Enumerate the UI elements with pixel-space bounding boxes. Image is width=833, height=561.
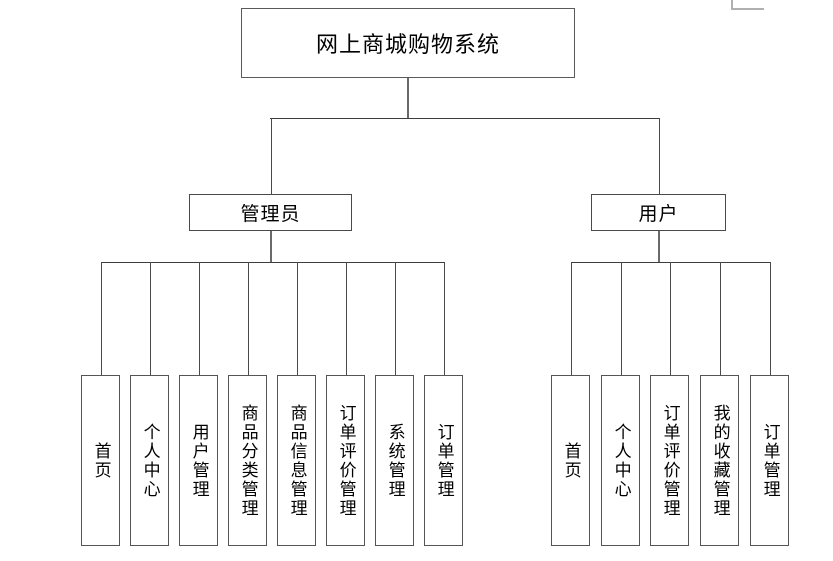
connector-user-leaf-2 [670,262,671,375]
node-admin-leaf-6[interactable]: 系统管理 [375,375,414,546]
node-admin-leaf-5-label: 订单评价管理 [335,403,356,518]
node-user-leaf-4-label: 订单管理 [759,422,780,499]
node-admin-leaf-3[interactable]: 商品分类管理 [228,375,267,546]
node-admin-leaf-7[interactable]: 订单管理 [424,375,463,546]
node-admin-leaf-6-label: 系统管理 [384,422,405,499]
connector-admin-leaf-1 [150,262,151,375]
node-admin-leaf-0[interactable]: 首页 [81,375,120,546]
connector-admin-bus [101,262,444,263]
connector-admin-leaf-3 [248,262,249,375]
node-user[interactable]: 用户 [591,194,726,231]
connector-admin-leaf-5 [346,262,347,375]
node-user-label: 用户 [638,203,679,225]
node-user-leaf-1-label: 个人中心 [610,422,631,499]
node-admin-leaf-2-label: 用户管理 [188,422,209,499]
connector-admin-leaf-7 [444,262,445,375]
connector-user-leaf-3 [720,262,721,375]
node-user-leaf-0[interactable]: 首页 [551,375,590,546]
node-admin[interactable]: 管理员 [189,194,352,231]
node-root-label: 网上商城购物系统 [315,33,500,58]
node-admin-leaf-5[interactable]: 订单评价管理 [326,375,365,546]
connector-top-bus [270,118,660,119]
node-root[interactable]: 网上商城购物系统 [241,8,575,78]
node-user-leaf-2[interactable]: 订单评价管理 [650,375,689,546]
node-admin-leaf-7-label: 订单管理 [433,422,454,499]
node-admin-leaf-2[interactable]: 用户管理 [179,375,218,546]
connector-admin-stem [270,231,272,263]
node-user-leaf-3[interactable]: 我的收藏管理 [700,375,739,546]
node-user-leaf-0-label: 首页 [560,441,581,480]
node-admin-leaf-4[interactable]: 商品信息管理 [277,375,316,546]
connector-drop-admin [271,118,272,194]
node-user-leaf-1[interactable]: 个人中心 [601,375,640,546]
node-user-leaf-4[interactable]: 订单管理 [750,375,789,546]
connector-user-leaf-0 [571,262,572,375]
scan-artifact [731,0,764,10]
connector-user-leaf-1 [621,262,622,375]
connector-drop-user [659,118,660,194]
node-admin-label: 管理员 [240,203,301,225]
node-admin-leaf-3-label: 商品分类管理 [237,403,258,518]
connector-root-trunk [407,78,409,119]
node-admin-leaf-0-label: 首页 [90,441,111,480]
node-user-leaf-3-label: 我的收藏管理 [709,403,730,518]
connector-admin-leaf-6 [395,262,396,375]
node-user-leaf-2-label: 订单评价管理 [659,403,680,518]
connector-user-leaf-4 [770,262,771,375]
connector-admin-leaf-4 [297,262,298,375]
connector-admin-leaf-2 [199,262,200,375]
connector-admin-leaf-0 [101,262,102,375]
node-admin-leaf-1[interactable]: 个人中心 [130,375,169,546]
node-admin-leaf-1-label: 个人中心 [139,422,160,499]
connector-user-stem [658,231,660,263]
node-admin-leaf-4-label: 商品信息管理 [286,403,307,518]
